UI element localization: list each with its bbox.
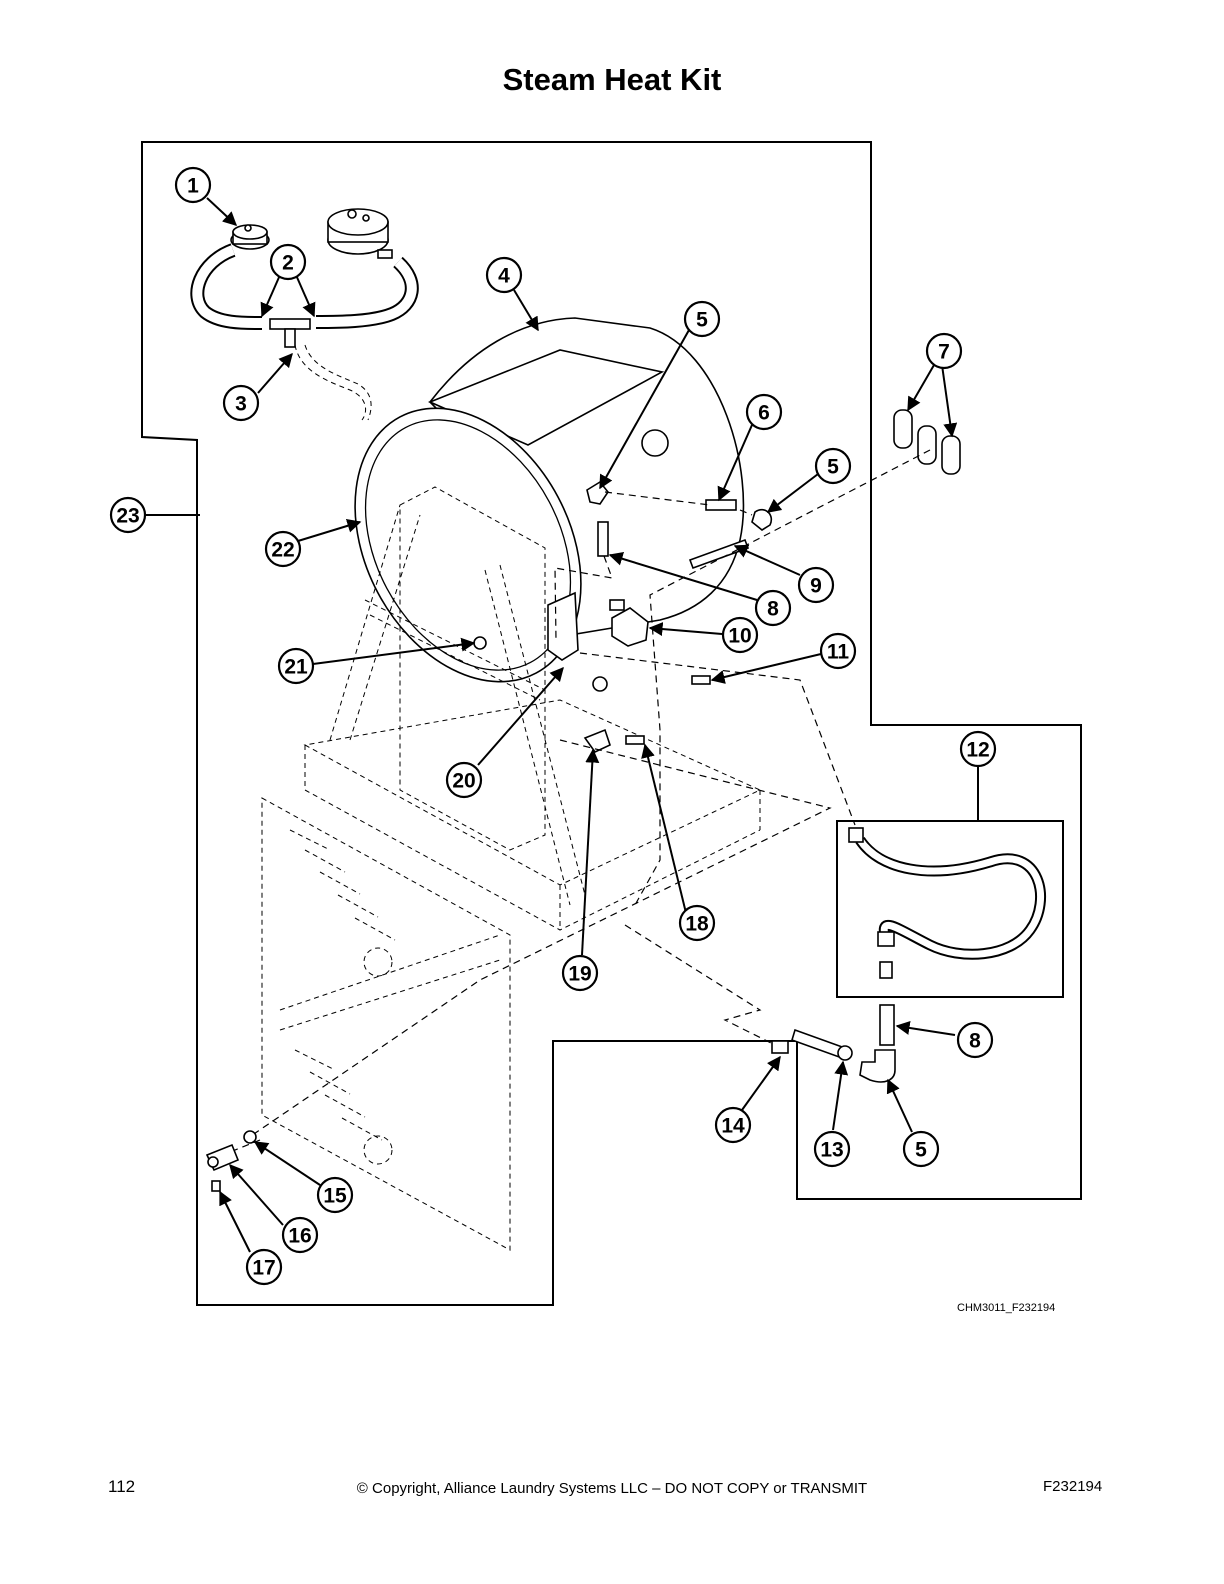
nipple-upper-part [597,521,609,557]
svg-text:19: 19 [568,963,591,986]
callout-5: 5 [814,447,852,485]
callout-8: 8 [956,1021,994,1059]
svg-text:6: 6 [758,402,770,425]
small-plug-part [211,1180,221,1192]
callout-17: 17 [245,1248,283,1286]
svg-text:20: 20 [452,770,475,793]
callout-6: 6 [745,393,783,431]
elbow-fitting-right-part [751,508,773,531]
svg-text:16: 16 [288,1225,311,1248]
svg-text:5: 5 [915,1139,927,1162]
page-number: 112 [108,1477,136,1496]
svg-text:2: 2 [282,252,294,275]
svg-text:8: 8 [969,1030,981,1053]
pressure-switch-part [230,208,393,259]
svg-text:23: 23 [116,505,139,528]
callout-18: 18 [678,904,716,942]
nipple-lower-part [879,1004,895,1046]
svg-text:10: 10 [728,625,751,648]
svg-text:8: 8 [767,598,779,621]
callout-14: 14 [714,1106,752,1144]
callout-3: 3 [222,384,260,422]
svg-text:7: 7 [938,341,950,364]
svg-text:3: 3 [235,393,247,416]
document-code: F232194 [1043,1478,1103,1495]
callout-23: 23 [109,496,147,534]
callout-11: 11 [819,632,857,670]
svg-text:12: 12 [966,739,989,762]
callout-8: 8 [754,589,792,627]
svg-text:1: 1 [187,175,199,198]
svg-text:14: 14 [721,1115,745,1138]
figure-id: CHM3011_F232194 [957,1302,1056,1314]
page-title: Steam Heat Kit [502,62,722,97]
grommet-part [473,636,608,692]
elbow-lower-part [859,1049,896,1083]
plug-part [771,1040,789,1054]
steam-valve-part [609,599,649,647]
cap-part [893,409,961,475]
callout-15: 15 [316,1176,354,1214]
callout-1: 1 [174,166,212,204]
svg-text:11: 11 [827,641,850,664]
svg-text:5: 5 [696,309,708,332]
svg-text:4: 4 [498,265,510,288]
copyright-notice: © Copyright, Alliance Laundry Systems LL… [356,1480,868,1497]
drum-part [354,317,745,683]
svg-text:22: 22 [271,539,294,562]
callout-5: 5 [683,300,721,338]
callout-2: 2 [269,243,307,281]
callout-13: 13 [813,1130,851,1168]
svg-text:18: 18 [685,913,709,936]
svg-text:21: 21 [284,656,308,679]
callout-20: 20 [445,761,483,799]
callout-5: 5 [902,1130,940,1168]
screw-11-part [691,675,711,685]
callout-16: 16 [281,1216,319,1254]
callout-9: 9 [797,566,835,604]
callout-19: 19 [561,954,599,992]
hose-assembly-part [836,820,1064,998]
svg-text:15: 15 [323,1185,347,1208]
pipe-lower-part [791,1028,853,1061]
callout-21: 21 [277,647,315,685]
hose-part [190,243,419,331]
screw-18-part [625,735,645,745]
callout-22: 22 [264,530,302,568]
svg-text:13: 13 [820,1139,843,1162]
front-panel [261,797,511,1251]
callout-12: 12 [959,730,997,768]
svg-text:5: 5 [827,456,839,479]
tee-lower-part [205,1143,240,1172]
leader-lines [146,197,979,1253]
callout-4: 4 [485,256,523,294]
clamp-part [583,728,611,754]
svg-text:17: 17 [252,1257,275,1280]
callout-7: 7 [925,332,963,370]
callout-10: 10 [721,616,759,654]
svg-text:9: 9 [810,575,822,598]
bushing-part [243,1130,257,1144]
tee-fitting-part [269,318,372,421]
